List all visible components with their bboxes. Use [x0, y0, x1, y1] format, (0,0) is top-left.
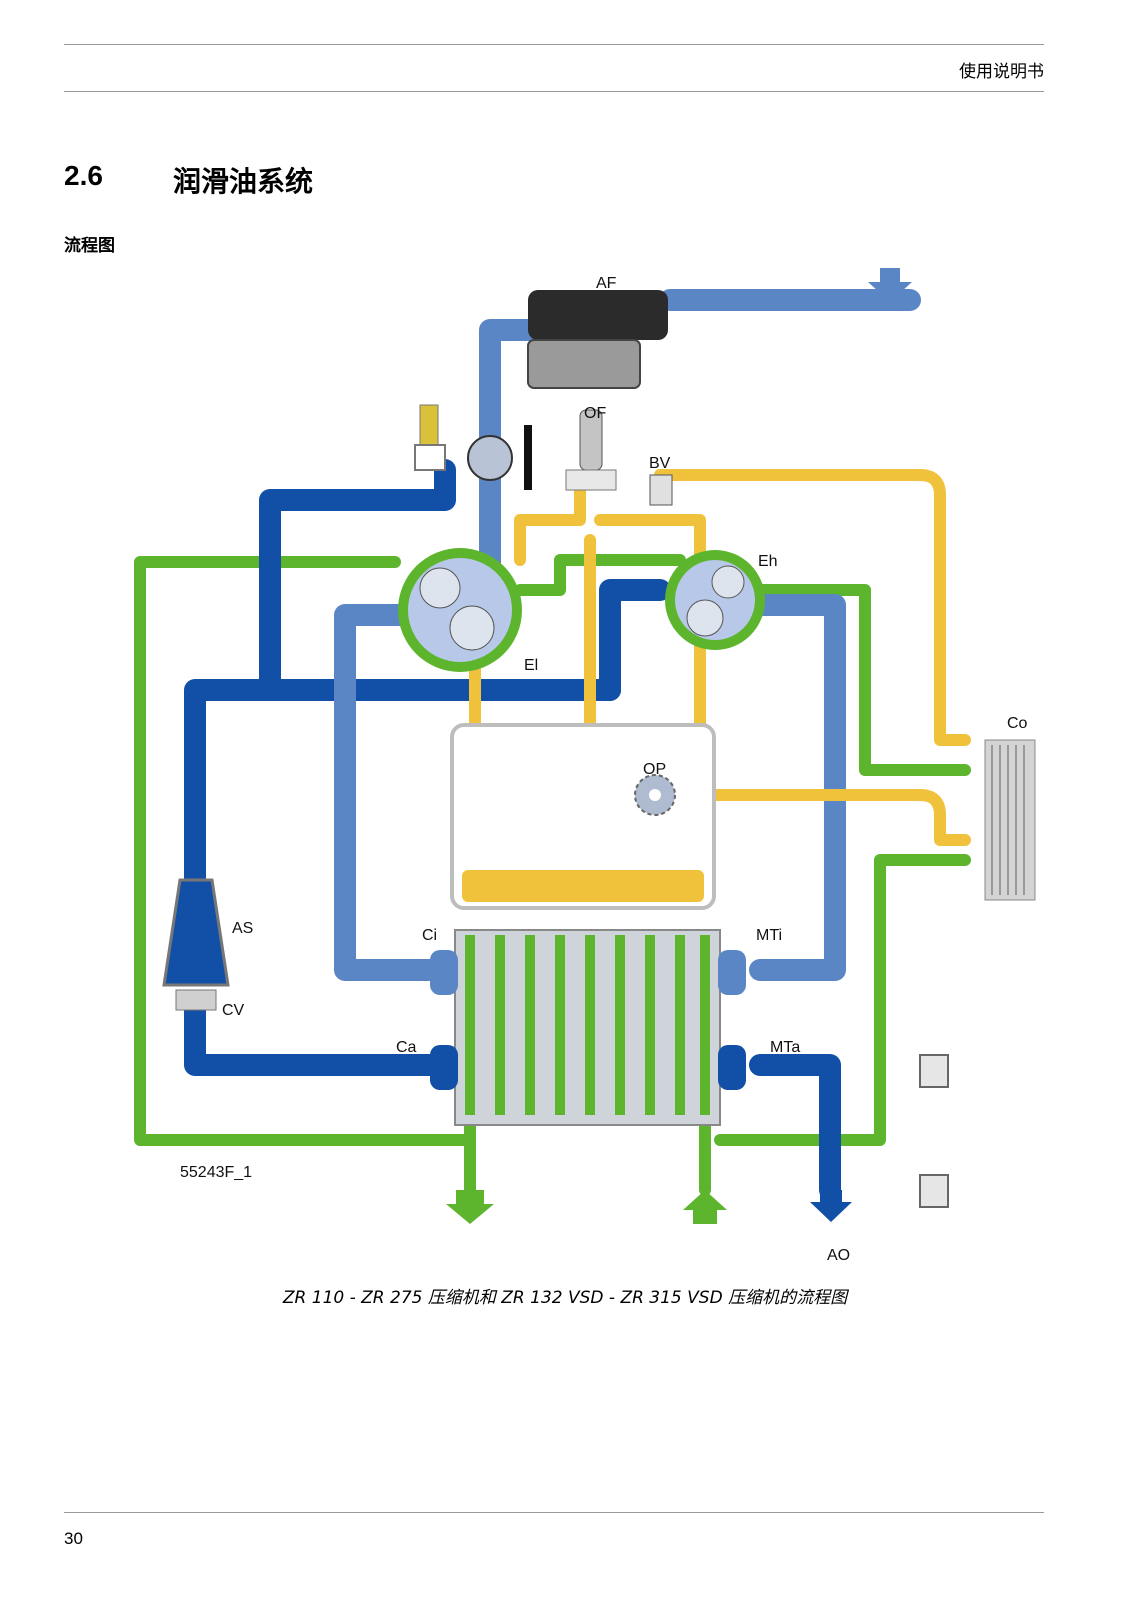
label-eh: Eh [758, 553, 778, 570]
label-ao: AO [827, 1247, 850, 1264]
oil-tank [450, 723, 716, 910]
section-number: 2.6 [64, 160, 103, 191]
label-bv: BV [649, 455, 671, 472]
label-af: AF [596, 275, 617, 292]
header-top-rule [64, 44, 1044, 45]
oil-system-flow-diagram: AF OF BV Eh El Co OP AS CV Ci Ca MTi MTa… [134, 268, 1036, 1264]
label-el: El [524, 657, 538, 674]
cooler-core [430, 929, 746, 1126]
drain-traps [919, 1054, 949, 1208]
oil-pump [634, 774, 676, 816]
label-ci: Ci [422, 927, 437, 944]
outlets [446, 1190, 852, 1224]
label-mti: MTi [756, 927, 782, 944]
label-cv: CV [222, 1002, 245, 1019]
header-bottom-rule [64, 91, 1044, 92]
subheading: 流程图 [64, 236, 115, 256]
diagram-code: 55243F_1 [180, 1164, 252, 1181]
label-op: OP [643, 761, 666, 778]
air-filter [527, 268, 912, 389]
figure-caption: ZR 110 - ZR 275 压缩机和 ZR 132 VSD - ZR 315… [282, 1288, 848, 1308]
footer-rule [64, 1512, 1044, 1513]
label-co: Co [1007, 715, 1028, 732]
label-ca: Ca [396, 1039, 417, 1056]
section-title: 润滑油系统 [173, 165, 314, 198]
valves [414, 404, 673, 506]
page-number: 30 [64, 1529, 83, 1548]
air-separator [162, 878, 230, 1011]
dark-air-pipes [184, 459, 841, 1201]
label-of: OF [584, 405, 606, 422]
oil-cooler [984, 739, 1036, 901]
label-as: AS [232, 920, 253, 937]
compressor-elements [398, 548, 765, 672]
light-air-pipes [334, 289, 921, 981]
label-mta: MTa [770, 1039, 800, 1056]
water-pipes [134, 554, 971, 1196]
header-title: 使用说明书 [959, 62, 1044, 82]
